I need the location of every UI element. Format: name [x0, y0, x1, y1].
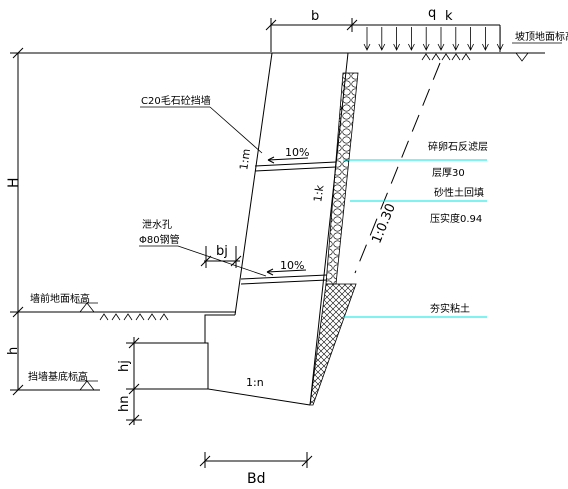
label-hn: hn: [117, 396, 132, 412]
load-arrow: [408, 27, 415, 51]
ground-hatch-top: [421, 53, 471, 61]
load-arrow: [437, 27, 445, 51]
filter-layer-note: 碎卵石反滤层 层厚30: [343, 140, 488, 179]
clay-wedge: [309, 283, 357, 406]
dimension-bj: bj: [200, 244, 242, 268]
label-filter-thickness: 层厚30: [432, 167, 465, 179]
dimension-H: H: [6, 47, 272, 318]
label-compaction: 压实度0.94: [430, 212, 482, 225]
label-clay: 夯实粘土: [430, 302, 470, 315]
drain-pipe-upper: 10%: [254, 146, 337, 172]
drain-pipe-lower: 10%: [240, 259, 328, 285]
load-arrow: [378, 27, 386, 51]
label-backfill: 砂性土回填: [434, 186, 484, 199]
label-slope-030: 1:0.30: [369, 202, 398, 246]
elevation-marker-top: [515, 52, 529, 62]
load-arrow: [496, 27, 504, 51]
label-q: q: [428, 6, 436, 21]
label-top-ground: 坡顶地面标高: [515, 30, 568, 43]
dimension-Bd: Bd: [199, 452, 313, 487]
load-arrow: [393, 27, 400, 51]
base-level: 挡墙基底标高: [10, 370, 100, 391]
label-b: b: [311, 9, 319, 24]
load-arrow: [482, 27, 489, 51]
load-arrow: [467, 27, 474, 51]
label-drain-pct-upper: 10%: [285, 146, 309, 159]
wall-material-callout: C20毛石砼挡墙: [140, 94, 263, 154]
surcharge-load: q k: [352, 6, 504, 52]
label-slope-n: 1:n: [246, 376, 264, 389]
dimension-b: b: [265, 9, 358, 52]
backfill-note: 砂性土回填 压实度0.94: [350, 186, 487, 225]
clay-note: 夯实粘土: [343, 302, 487, 318]
dimension-h: h: [6, 312, 24, 396]
ground-hatch-front: [99, 313, 169, 321]
label-hj: hj: [117, 360, 132, 372]
label-k: k: [445, 9, 453, 24]
label-wall-material: C20毛石砼挡墙: [141, 94, 211, 107]
weep-hole-callout: 泄水孔 Φ80钢管: [139, 218, 267, 277]
label-pipe: Φ80钢管: [139, 233, 180, 246]
label-H: H: [6, 177, 22, 188]
front-ground-line: 墙前地面标高: [10, 292, 236, 321]
label-weep-hole: 泄水孔: [142, 218, 172, 231]
label-Bd: Bd: [247, 471, 266, 487]
label-drain-pct-lower: 10%: [280, 259, 304, 272]
top-ground-line: 坡顶地面标高: [271, 30, 568, 62]
label-front-ground: 墙前地面标高: [30, 292, 90, 305]
label-bj: bj: [216, 244, 228, 259]
dimension-hj-hn: hj hn: [117, 337, 208, 426]
load-arrows: [363, 27, 504, 51]
label-slope-m: 1:m: [237, 148, 253, 171]
label-h: h: [6, 347, 21, 355]
label-base-level: 挡墙基底标高: [28, 370, 88, 383]
label-filter-layer: 碎卵石反滤层: [428, 140, 488, 153]
load-arrow: [452, 27, 460, 51]
load-arrow: [363, 27, 371, 51]
filter-layer: [325, 72, 359, 285]
load-arrow: [422, 27, 430, 51]
label-slope-k: 1:k: [311, 184, 326, 203]
